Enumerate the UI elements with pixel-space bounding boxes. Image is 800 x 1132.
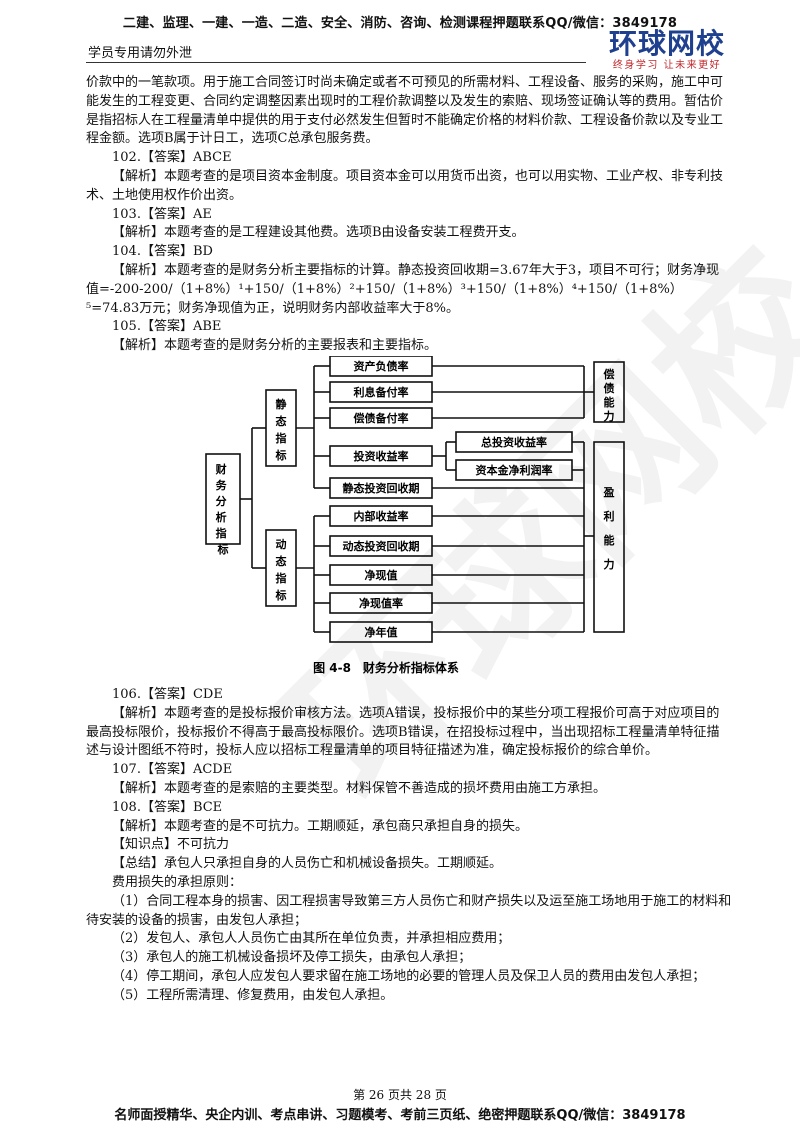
vertical-char: 动 <box>276 537 287 551</box>
root-char: 务 <box>216 478 228 492</box>
diagram-item: 资本金净利润率 <box>476 463 553 477</box>
diagram-svg: 财 务 分 析 指 标 静态指标 动态指标 偿债能力 盈利能力 资产负债率 利息… <box>205 355 625 675</box>
header-note: 学员专用请勿外泄 <box>88 46 193 61</box>
explanation-103: 【解析】本题考查的是工程建设其他费。选项B由设备安装工程费开支。 <box>112 225 525 241</box>
vertical-char: 态 <box>276 554 287 568</box>
explanation-107: 【解析】本题考查的是索赔的主要类型。材料保管不善造成的损坏费用由施工方承担。 <box>112 780 607 796</box>
answer-105: 105.【答案】ABE <box>112 319 222 335</box>
diagram-dynamic-label: 动态指标 <box>275 537 287 602</box>
vertical-char: 能 <box>604 395 615 409</box>
diagram-item: 偿债备付率 <box>354 411 409 425</box>
diagram-caption: 图 4-8 财务分析指标体系 <box>313 660 459 675</box>
rule-item: （2）发包人、承包人人员伤亡由其所在单位负责，并承担相应费用； <box>112 931 511 947</box>
diagram-item: 净现值 <box>365 568 398 582</box>
explanation-102: 【解析】本题考查的是项目资本金制度。项目资本金可以用货币出资，也可以用实物、工业… <box>86 168 724 203</box>
logo-slogan: 终身学习 让未来更好 <box>612 60 722 71</box>
header-banner: 二建、监理、一建、一造、二造、安全、消防、咨询、检测课程押题联系QQ/微信：38… <box>122 16 678 31</box>
diagram-item: 静态投资回收期 <box>343 481 420 495</box>
vertical-char: 利 <box>604 509 615 523</box>
rule-item: （5）工程所需清理、修复费用，由发包人承担。 <box>112 987 394 1003</box>
diagram-item: 利息备付率 <box>354 385 409 399</box>
diagram-root-label: 财 务 分 析 指 标 <box>215 462 231 556</box>
diagram-item: 净年值 <box>365 625 398 639</box>
header-rule <box>86 62 586 63</box>
root-char: 财 <box>215 462 227 476</box>
logo: 环球网校 终身学习 让未来更好 <box>592 28 742 72</box>
vertical-char: 债 <box>604 381 615 395</box>
footer-banner: 名师面授精华、央企内训、考点串讲、习题模考、考前三页纸、绝密押题联系QQ/微信：… <box>114 1108 686 1123</box>
diagram-item: 动态投资回收期 <box>343 539 420 553</box>
rule-item: （4）停工期间，承包人应发包人要求留在施工场地的必要的管理人员及保卫人员的费用由… <box>112 968 706 984</box>
vertical-char: 态 <box>276 414 287 428</box>
diagram-item: 净现值率 <box>359 596 403 610</box>
root-char: 标 <box>217 542 229 556</box>
rule-item: （3）承包人的施工机械设备损坏及停工损失，由承包人承担； <box>112 950 472 966</box>
page-content: 价款中的一笔款项。用于施工合同签订时尚未确定或者不可预见的所需材料、工程设备、服… <box>86 74 732 1006</box>
rule-item: （1）合同工程本身的损害、因工程损害导致第三方人员伤亡和财产损失以及运至施工场地… <box>86 893 732 928</box>
diagram-item: 资产负债率 <box>354 359 409 373</box>
diagram-item: 总投资收益率 <box>481 435 547 449</box>
paragraph-continued: 价款中的一笔款项。用于施工合同签订时尚未确定或者不可预见的所需材料、工程设备、服… <box>86 75 724 147</box>
financial-indicator-diagram: 财 务 分 析 指 标 静态指标 动态指标 偿债能力 盈利能力 资产负债率 利息… <box>86 355 732 686</box>
explanation-105: 【解析】本题考查的是财务分析的主要报表和主要指标。 <box>112 338 438 354</box>
vertical-char: 静 <box>276 397 287 411</box>
answer-106: 106.【答案】CDE <box>112 686 223 702</box>
rule-intro: 费用损失的承担原则： <box>112 874 243 890</box>
knowledge-point-108: 【知识点】不可抗力 <box>112 837 230 853</box>
root-char: 指 <box>216 526 227 540</box>
answer-107: 107.【答案】ACDE <box>112 762 233 778</box>
diagram-item: 投资收益率 <box>354 449 409 463</box>
vertical-char: 标 <box>275 588 287 602</box>
vertical-char: 偿 <box>604 367 615 381</box>
vertical-char: 力 <box>604 557 615 571</box>
answer-103: 103.【答案】AE <box>112 206 212 222</box>
diagram-static-label: 静态指标 <box>275 397 287 462</box>
vertical-char: 盈 <box>603 486 615 499</box>
explanation-104: 【解析】本题考查的是财务分析主要指标的计算。静态投资回收期=3.67年大于3，项… <box>86 262 720 316</box>
root-char: 分 <box>216 494 227 508</box>
answer-102: 102.【答案】ABCE <box>112 150 232 166</box>
logo-title: 环球网校 <box>608 27 725 60</box>
vertical-char: 指 <box>276 431 287 445</box>
explanation-106: 【解析】本题考查的是投标报价审核方法。选项A错误，投标报价中的某些分项工程报价可… <box>86 705 720 759</box>
vertical-char: 力 <box>604 409 615 423</box>
diagram-profitability-label: 盈利能力 <box>603 486 615 571</box>
answer-108: 108.【答案】BCE <box>112 799 223 815</box>
answer-104: 104.【答案】BD <box>112 244 213 260</box>
page-number: 第 26 页共 28 页 <box>353 1088 447 1102</box>
diagram-solvency-label: 偿债能力 <box>604 367 615 423</box>
vertical-char: 指 <box>276 571 287 585</box>
root-char: 析 <box>216 510 227 524</box>
vertical-char: 标 <box>275 448 287 462</box>
explanation-108: 【解析】本题考查的是不可抗力。工期顺延，承包商只承担自身的损失。 <box>112 818 529 834</box>
diagram-item: 内部收益率 <box>354 509 409 523</box>
summary-108: 【总结】承包人只承担自身的人员伤亡和机械设备损失。工期顺延。 <box>112 856 503 872</box>
vertical-char: 能 <box>604 533 615 547</box>
